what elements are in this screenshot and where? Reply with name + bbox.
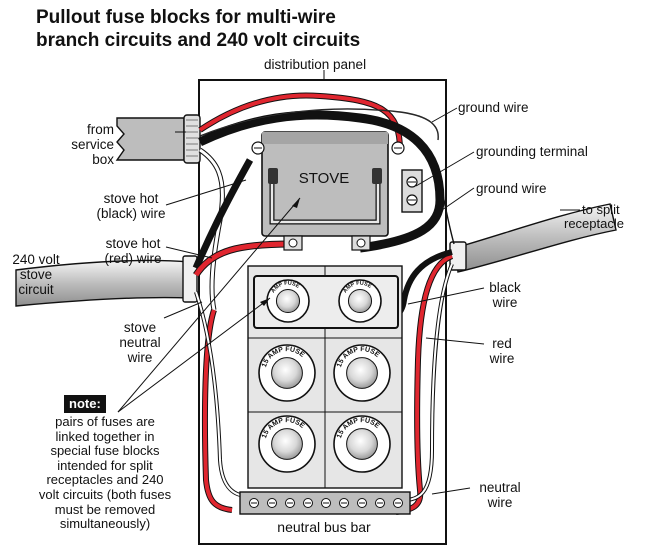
grounding-terminal-label: grounding terminal: [476, 144, 588, 159]
note-badge: note:: [64, 395, 106, 413]
volt-240-stove-circuit-label: 240 volt stove circuit: [12, 252, 60, 297]
service-black-wire: [198, 110, 445, 253]
stove-neutral-wire-label: stove neutral wire: [119, 320, 161, 365]
ground-wire-top: [199, 108, 439, 141]
red-wire-label: red wire: [489, 336, 515, 366]
stove-hot-red-label: stove hot (red) wire: [104, 236, 162, 266]
title-line-2: branch circuits and 240 volt circuits: [36, 30, 361, 51]
to-split-receptacle-label-2: receptacle: [564, 216, 624, 231]
stove-label: STOVE: [299, 170, 350, 187]
stove-cable-connector: [182, 255, 198, 303]
from-service-box-label: from service box: [71, 122, 114, 167]
stove-black-wire-path: [192, 158, 254, 270]
title-line-1: Pullout fuse blocks for multi-wire: [36, 7, 336, 28]
fuse-5[interactable]: 15 AMP FUSE: [258, 415, 316, 473]
diagram-title: Pullout fuse blocks for multi-wire branc…: [36, 6, 436, 52]
note-text: pairs of fuses are linked together in sp…: [38, 414, 172, 532]
distribution-panel-label: distribution panel: [264, 57, 367, 72]
ground-wire-right: [439, 179, 455, 245]
fuse-1[interactable]: AMP FUSE: [266, 279, 310, 323]
neutral-wire-label: neutral wire: [479, 480, 521, 510]
fuse-6[interactable]: 15 AMP FUSE: [333, 415, 391, 473]
fuse-2[interactable]: AMP FUSE: [338, 279, 382, 323]
service-conduit: [115, 117, 185, 161]
split-receptacle-cable: [454, 203, 617, 273]
ground-wire-top-label: ground wire: [458, 100, 529, 115]
stove-hot-black-label: stove hot (black) wire: [96, 191, 166, 221]
to-split-receptacle-label: to split: [582, 202, 620, 217]
ground-wire-right-label: ground wire: [476, 181, 547, 196]
fuse-3[interactable]: 15 AMP FUSE: [258, 344, 316, 402]
neutral-bus-bar-label: neutral bus bar: [277, 519, 371, 535]
fuse-4[interactable]: 15 AMP FUSE: [333, 344, 391, 402]
black-wire-label: black wire: [489, 280, 521, 310]
grounding-terminal: [401, 169, 423, 213]
